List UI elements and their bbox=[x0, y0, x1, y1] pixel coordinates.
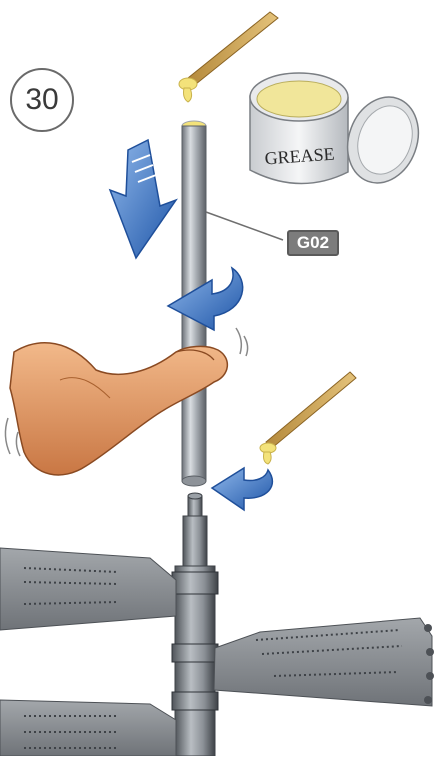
rotate-arrow-icon bbox=[212, 468, 272, 510]
step-plate-left-upper bbox=[0, 548, 176, 630]
central-column bbox=[172, 493, 218, 756]
step-number: 30 bbox=[25, 83, 58, 117]
part-leader-line bbox=[206, 212, 283, 240]
step-number-badge: 30 bbox=[10, 68, 74, 132]
step-plate-left-lower bbox=[0, 700, 176, 756]
part-code-label: G02 bbox=[287, 230, 339, 256]
grease-brush-icon bbox=[260, 372, 356, 464]
down-arrow-icon bbox=[110, 140, 176, 258]
grease-can-icon: GREASE bbox=[250, 73, 430, 193]
step-plate-right bbox=[214, 618, 434, 706]
arm-icon bbox=[5, 328, 247, 475]
